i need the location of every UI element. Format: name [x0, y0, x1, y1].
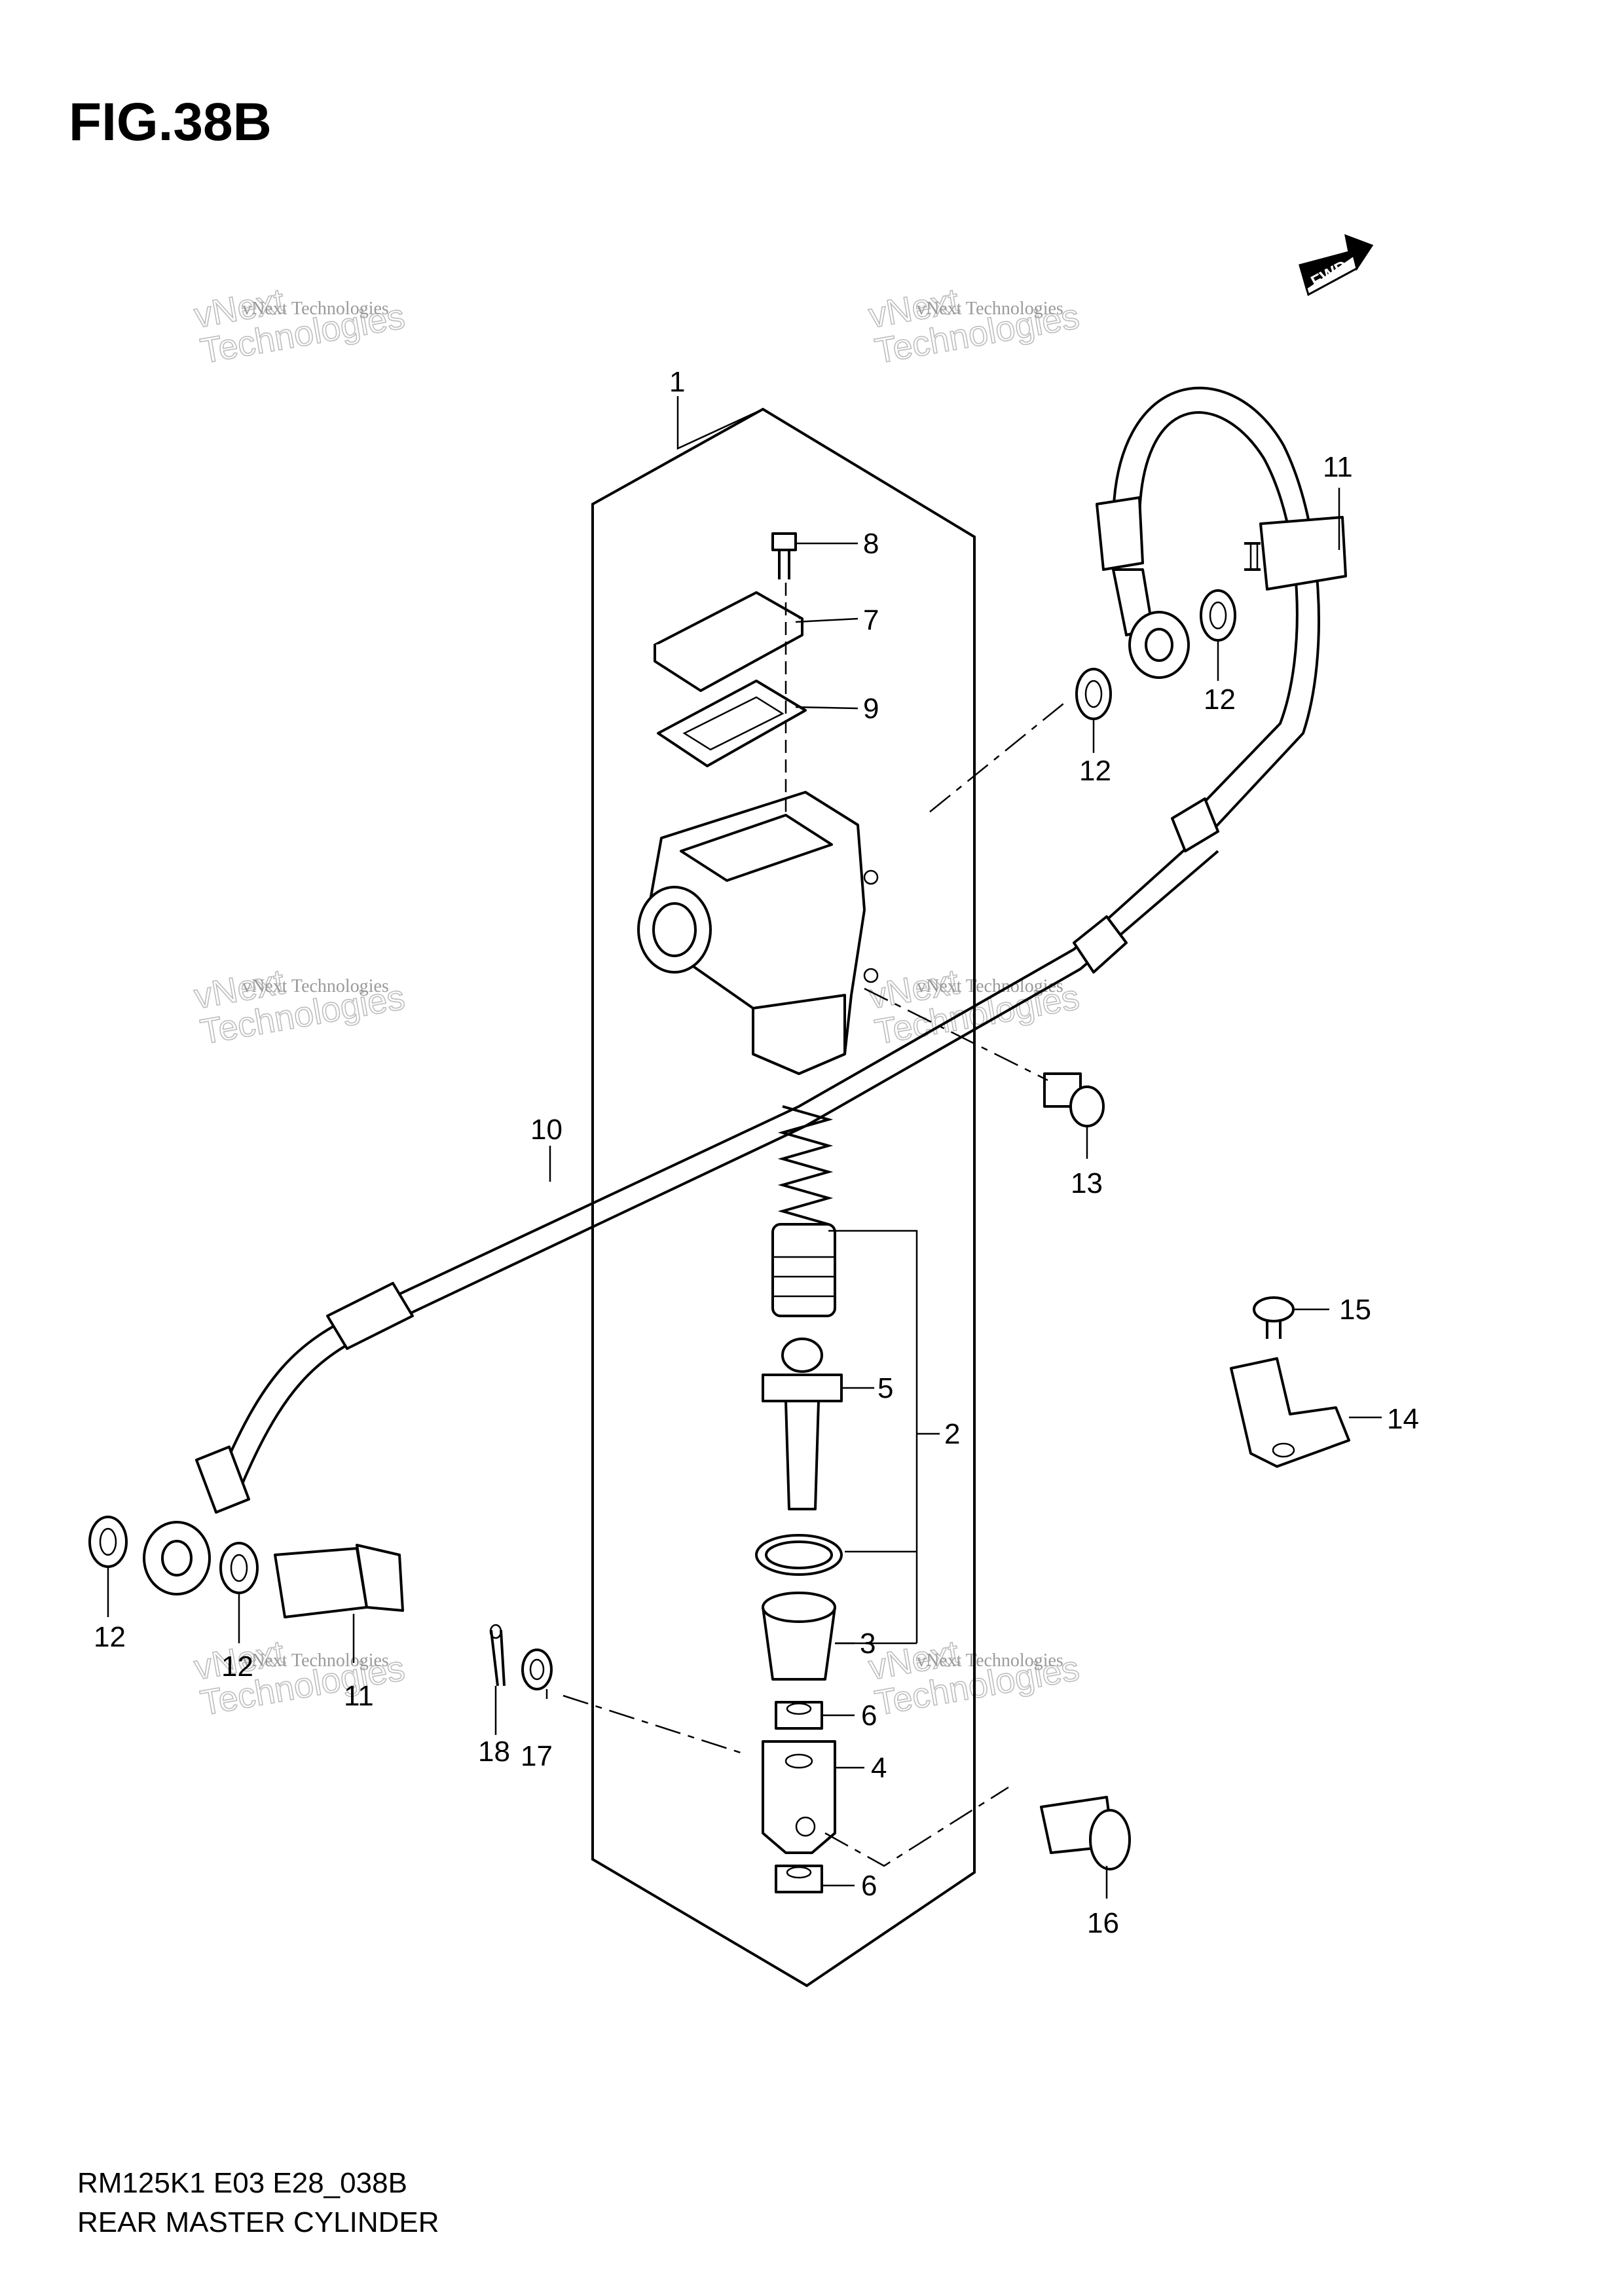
- banjo-fitting-upper: [1112, 568, 1190, 679]
- bolt-13: [1043, 1072, 1105, 1127]
- hose-guide-14: [1230, 1357, 1350, 1468]
- nut-6-upper: [775, 1701, 823, 1730]
- callout-8: 8: [863, 528, 879, 560]
- callout-14: 14: [1387, 1403, 1419, 1435]
- callout-labels: 1 2 3 4 5 6 6 7 8 9 10 11 11 12 12 12 12…: [94, 366, 1419, 1939]
- circlip: [755, 1534, 843, 1576]
- callout-18: 18: [478, 1736, 510, 1768]
- brake-hose-lower: [215, 830, 1219, 1500]
- callout-12-lower-mid: 12: [221, 1650, 253, 1683]
- screw-15: [1253, 1296, 1295, 1339]
- union-bolt-lower: [274, 1544, 404, 1618]
- callout-9: 9: [863, 693, 879, 725]
- callout-10: 10: [530, 1114, 563, 1146]
- push-rod-5: [762, 1338, 843, 1510]
- figure-title: FIG.38B: [69, 92, 272, 152]
- callout-12-lower-left: 12: [94, 1621, 126, 1653]
- callout-1: 1: [669, 366, 685, 398]
- leader-lines: [107, 488, 1382, 1899]
- washer-12-upper-mid: [1075, 668, 1112, 720]
- nut-6-lower: [775, 1865, 823, 1893]
- assembly-frame: [591, 407, 976, 1988]
- union-bolt-upper: [1244, 516, 1347, 591]
- callout-12-upper-right: 12: [1204, 683, 1236, 716]
- watermark-text: vNext Technologies: [917, 976, 1063, 996]
- callout-2: 2: [944, 1418, 960, 1450]
- screw-8: [771, 532, 797, 579]
- cotter-pin-18: [489, 1624, 506, 1686]
- callout-16: 16: [1087, 1907, 1119, 1939]
- callout-17: 17: [521, 1740, 553, 1772]
- fwd-arrow-icon: FWD: [1299, 234, 1374, 297]
- callout-13: 13: [1071, 1167, 1103, 1199]
- callout-15: 15: [1339, 1294, 1371, 1326]
- banjo-fitting-lower: [143, 1446, 250, 1595]
- callout-11-upper: 11: [1323, 451, 1353, 483]
- callout-6-lower: 6: [861, 1870, 877, 1902]
- watermark-text: vNext Technologies: [242, 976, 389, 996]
- spring: [777, 1105, 834, 1226]
- watermark-text: vNext Technologies: [917, 299, 1063, 319]
- clevis-pin-16: [1040, 1796, 1131, 1870]
- watermark-text: vNext Technologies: [917, 1650, 1063, 1671]
- callout-4: 4: [871, 1752, 887, 1784]
- callout-12-upper-mid: 12: [1079, 755, 1111, 787]
- washer-17: [521, 1649, 553, 1690]
- washer-12-upper-right: [1200, 589, 1236, 642]
- callout-7: 7: [863, 604, 879, 636]
- reservoir-cap: [654, 591, 803, 692]
- callout-3: 3: [860, 1628, 876, 1660]
- washer-12-lower-left: [88, 1516, 128, 1568]
- callout-11-lower: 11: [344, 1680, 374, 1712]
- watermark-text: vNext Technologies: [242, 1650, 389, 1671]
- callout-5: 5: [877, 1372, 893, 1404]
- watermark-text: vNext Technologies: [242, 299, 389, 319]
- washer-12-lower-mid: [219, 1542, 259, 1594]
- figure-caption: REAR MASTER CYLINDER: [77, 2206, 439, 2238]
- boot-3: [762, 1592, 836, 1681]
- figure-code: RM125K1 E03 E28_038B: [77, 2167, 407, 2199]
- leader-1: [676, 396, 764, 450]
- diaphragm: [657, 680, 807, 767]
- clevis-4: [762, 1740, 836, 1854]
- master-cylinder-body: [637, 791, 879, 1075]
- watermark: vNext Technologies: [191, 962, 408, 1053]
- brake-hose-upper: [1096, 386, 1320, 852]
- callout-6-upper: 6: [861, 1700, 877, 1732]
- piston: [771, 1223, 836, 1317]
